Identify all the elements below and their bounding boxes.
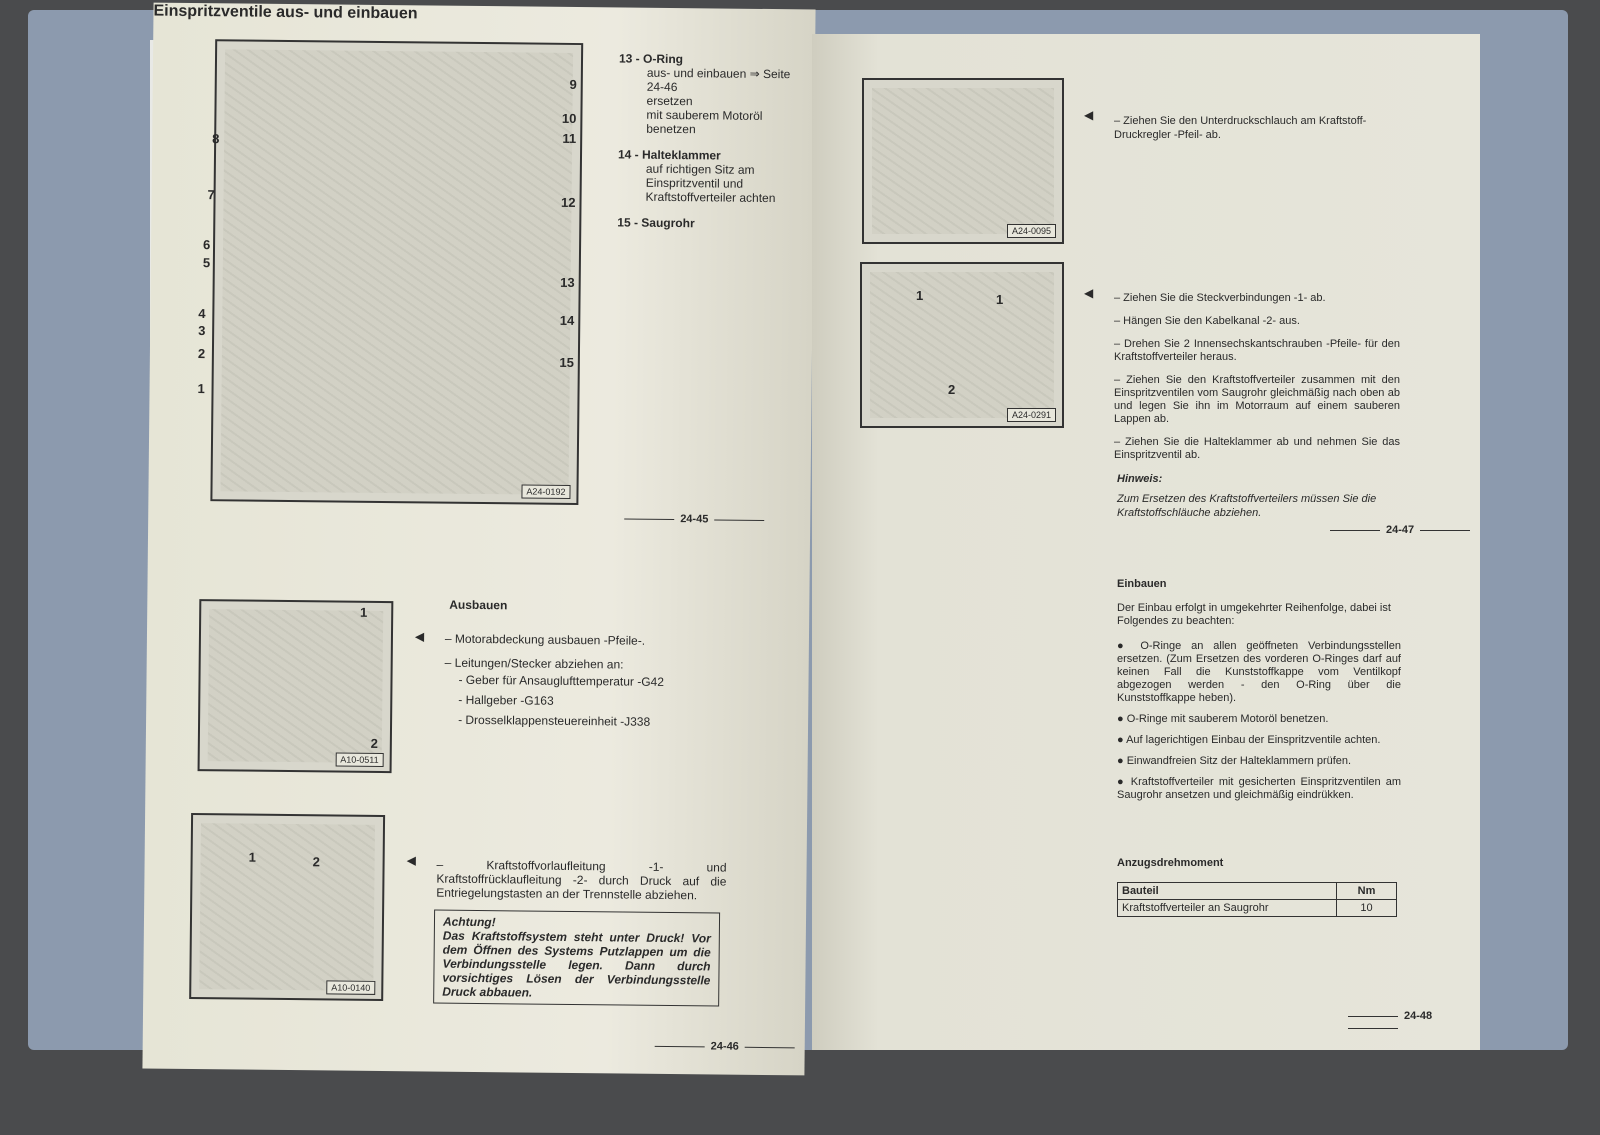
warning-box: Achtung! Das Kraftstoffsystem steht unte… xyxy=(433,909,721,1007)
pressure-regulator-photo: A24-0095 xyxy=(862,78,1064,244)
bullet-text: Kraftstoffverteiler mit gesicherten Eins… xyxy=(1117,776,1401,801)
removal-steps-b: – Ziehen Sie die Steckverbindungen -1- a… xyxy=(1114,292,1400,472)
bullet-item: ● Einwandfreien Sitz der Halteklammern p… xyxy=(1117,755,1352,767)
callout: 7 xyxy=(207,187,215,203)
bullet-text: Auf lagerichtigen Einbau der Einspritzve… xyxy=(1126,734,1381,746)
exploded-diagram-fuel-rail: 1 2 3 4 5 6 7 8 9 10 11 12 13 14 15 A24-… xyxy=(197,39,584,506)
figure-code: A24-0192 xyxy=(521,484,571,499)
install-bullets: ● O-Ringe an allen geöffneten Verbindung… xyxy=(1117,640,1401,810)
pointer-arrow-icon: ◀ xyxy=(414,629,425,644)
table-header: Bauteil xyxy=(1117,882,1337,900)
callout: 13 xyxy=(560,274,575,290)
callout: 4 xyxy=(198,306,206,322)
bullet-text: O-Ringe an allen geöffneten Verbindungss… xyxy=(1117,640,1401,704)
note: Hinweis: Zum Ersetzen des Kraftstoffvert… xyxy=(1117,472,1397,520)
callout: 1 xyxy=(197,381,205,397)
callout: 6 xyxy=(202,237,211,253)
callout: 9 xyxy=(569,76,577,92)
right-page: A24-0095 ◀ – Ziehen Sie den Unterdrucksc… xyxy=(812,34,1480,1050)
callout: 2 xyxy=(948,382,956,397)
substep: - Drosselklappensteuereinheit -J338 xyxy=(458,712,651,729)
bullet-item: ● O-Ringe mit sauberem Motoröl benetzen. xyxy=(1117,713,1329,725)
table-cell: 10 xyxy=(1336,899,1397,917)
legend-item: mit sauberem Motoröl benetzen xyxy=(646,107,763,137)
bullet-text: O-Ringe mit sauberem Motoröl benetzen. xyxy=(1126,713,1329,725)
figure-code: A24-0291 xyxy=(1006,408,1056,422)
callout: 2 xyxy=(312,854,320,870)
bullet-item: ● Kraftstoffverteiler mit gesicherten Ei… xyxy=(1117,776,1401,801)
callout: 5 xyxy=(202,255,211,271)
callout: 1 xyxy=(248,849,256,865)
pointer-arrow-icon: ◀ xyxy=(1084,286,1094,300)
bullet-text: Einwandfreien Sitz der Halteklammern prü… xyxy=(1126,755,1352,767)
callout: 10 xyxy=(561,110,577,126)
table-cell: Kraftstoffverteiler an Saugrohr xyxy=(1117,899,1337,917)
callout: 14 xyxy=(559,312,575,328)
left-page: 1 2 3 4 5 6 7 8 9 10 11 12 13 14 15 A24-… xyxy=(142,2,816,1076)
fuel-lines-photo: 1 2 A10-0140 xyxy=(189,813,386,1002)
page-number: 24-45 xyxy=(618,512,770,526)
legend-item: aus- und einbauen ⇒ Seite 24-46 xyxy=(646,65,791,95)
figure-code: A24-0095 xyxy=(1006,224,1056,238)
step: – Motorabdeckung ausbauen -Pfeile-. xyxy=(444,631,646,648)
pointer-arrow-icon: ◀ xyxy=(1084,108,1094,122)
bullet-item: ● Auf lagerichtigen Einbau der Einspritz… xyxy=(1117,734,1381,746)
callout: 1 xyxy=(359,604,368,620)
step: – Kraftstoffvorlaufleitung -1- und Kraft… xyxy=(436,857,727,903)
callout: 2 xyxy=(197,346,206,362)
figure-code: A10-0511 xyxy=(335,752,384,768)
engine-cover-photo: 1 2 A10-0511 xyxy=(197,599,394,774)
step: – Ziehen Sie die Steckverbindungen -1- a… xyxy=(1114,292,1326,304)
table-header: Nm xyxy=(1336,882,1397,900)
section-title: Einspritzventile aus- und einbauen xyxy=(153,2,418,23)
parts-legend: 13 - O-Ring aus- und einbauen ⇒ Seite 24… xyxy=(617,51,809,231)
figure-code: A10-0140 xyxy=(326,980,376,995)
callout: 15 xyxy=(559,354,574,370)
subsection-title: Ausbauen xyxy=(449,597,508,613)
step: – Ziehen Sie den Kraftstoffverteiler zus… xyxy=(1114,374,1400,425)
callout: 2 xyxy=(370,735,378,751)
pointer-arrow-icon: ◀ xyxy=(406,853,416,868)
subsection-title: Einbauen xyxy=(1117,578,1167,590)
callout: 12 xyxy=(560,194,576,210)
note-title: Hinweis: xyxy=(1117,473,1163,485)
removal-steps: – Motorabdeckung ausbauen -Pfeile-. – Le… xyxy=(444,632,785,734)
callout: 3 xyxy=(198,323,206,339)
callout: 1 xyxy=(996,292,1004,307)
fuel-rail-photo: 1 1 2 A24-0291 xyxy=(860,262,1064,428)
callout: 8 xyxy=(212,131,220,147)
callout: 11 xyxy=(562,130,577,146)
step: – Ziehen Sie die Halteklammer ab und neh… xyxy=(1114,436,1400,461)
bullet-item: ● O-Ringe an allen geöffneten Verbindung… xyxy=(1117,640,1401,704)
page-number: 24-46 xyxy=(649,1040,801,1054)
legend-title: 15 - Saugrohr xyxy=(617,215,695,231)
note-text: Zum Ersetzen des Kraftstoffverteilers mü… xyxy=(1117,493,1377,519)
step: – Ziehen Sie den Unterdruckschlauch am K… xyxy=(1114,115,1367,141)
page-number: 24-47 xyxy=(1324,524,1476,536)
callout: 1 xyxy=(916,288,924,303)
step: – Hängen Sie den Kabelkanal -2- aus. xyxy=(1114,315,1300,327)
page-number: 24-48 xyxy=(1342,1010,1480,1034)
install-intro: Der Einbau erfolgt in umgekehrter Reihen… xyxy=(1117,602,1391,627)
warning-text: Das Kraftstoffsystem steht unter Druck! … xyxy=(442,928,711,1000)
torque-title: Anzugsdrehmoment xyxy=(1117,857,1224,869)
step: – Drehen Sie 2 Innensechskantschrauben -… xyxy=(1114,338,1400,363)
legend-item: auf richtigen Sitz am Einspritzventil un… xyxy=(645,161,776,206)
